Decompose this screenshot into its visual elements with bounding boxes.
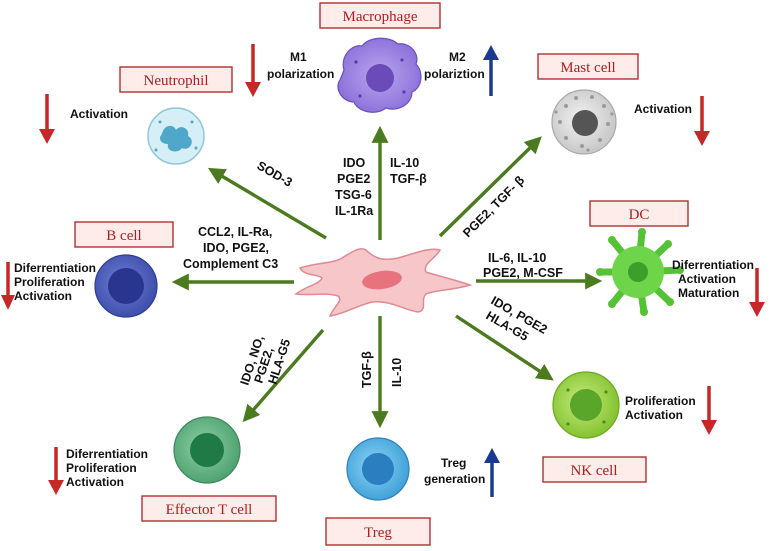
b-cell-icon	[94, 254, 158, 318]
effector-t-cell-effect-3: Activation	[66, 475, 124, 489]
dc-factor-2: PGE2, M-CSF	[483, 266, 563, 280]
neutrophil-factor: SOD-3	[255, 158, 295, 189]
dc-effect-3: Maturation	[678, 286, 739, 300]
arrow-to-neutrophil	[207, 167, 327, 240]
nk-cell-icon	[552, 371, 620, 439]
macrophage-label-box	[319, 2, 441, 29]
effector-t-cell-label: Effector T cell	[166, 502, 253, 518]
arrow-to-effector-t-cell	[242, 328, 325, 423]
dc-effect-1: Diferrentiation	[672, 258, 754, 272]
treg-effect-2: generation	[424, 472, 485, 486]
dc-effect-2: Activation	[678, 272, 736, 286]
b-cell-label: B cell	[106, 228, 141, 244]
dc-label: DC	[629, 207, 650, 223]
macrophage-factor-3: TSG-6	[335, 188, 372, 202]
b-cell-factor-2: IDO, PGE2,	[203, 241, 269, 255]
macrophage-label: Macrophage	[343, 9, 418, 25]
neutrophil-effect: Activation	[70, 107, 128, 121]
effector-t-cell-effect-2: Proliferation	[66, 461, 137, 475]
treg-label-box	[325, 517, 431, 546]
arrow-to-mast-cell	[438, 136, 542, 238]
down-arrow-icon	[694, 96, 710, 146]
macrophage-m2-line-2: polariztion	[424, 67, 485, 81]
down-arrow-icon	[701, 386, 717, 435]
treg-factor-2: IL-10	[390, 358, 404, 387]
down-arrow-icon	[749, 268, 765, 317]
b-cell-effect-3: Activation	[14, 289, 72, 303]
treg-factor-1: TGF-β	[360, 351, 374, 388]
nk-cell-label-box	[542, 456, 647, 483]
up-arrow-icon	[483, 45, 499, 96]
neutrophil-label-box	[119, 66, 233, 93]
mast-cell-effect: Activation	[634, 102, 692, 116]
arrow-to-nk-cell	[455, 314, 554, 381]
nk-cell-effect-1: Proliferation	[625, 394, 696, 408]
treg-label: Treg	[364, 525, 392, 541]
mast-cell-label: Mast cell	[560, 60, 615, 76]
b-cell-effect-1: Diferrentiation	[14, 261, 96, 275]
treg-cell-icon	[346, 437, 410, 501]
b-cell-label-box	[74, 221, 174, 248]
down-arrow-icon	[1, 262, 15, 310]
up-arrow-icon	[484, 448, 500, 497]
macrophage-m2-line-1: M2	[449, 50, 466, 64]
dc-label-box	[589, 200, 689, 227]
macrophage-factor-6: TGF-β	[390, 172, 427, 186]
treg-effect-1: Treg	[441, 456, 466, 470]
neutrophil-label: Neutrophil	[144, 73, 209, 89]
macrophage-factor-5: IL-10	[390, 156, 419, 170]
effector-t-cell-icon	[173, 416, 241, 484]
effector-t-cell-label-box	[141, 495, 277, 522]
down-arrow-icon	[48, 447, 64, 495]
dc-factor-1: IL-6, IL-10	[488, 251, 546, 265]
neutrophil-cell-icon	[147, 107, 205, 165]
nk-cell-effect-2: Activation	[625, 408, 683, 422]
macrophage-factor-1: IDO	[343, 156, 366, 170]
mast-cell-icon	[551, 89, 617, 155]
b-cell-effect-2: Proliferation	[14, 275, 85, 289]
msc-cell-icon	[294, 247, 473, 317]
macrophage-m1-line-2: polarization	[267, 67, 334, 81]
macrophage-cell-icon	[337, 37, 422, 113]
macrophage-factor-4: IL-1Ra	[335, 204, 374, 218]
macrophage-factor-2: PGE2	[337, 172, 370, 186]
down-arrow-icon	[245, 44, 261, 97]
down-arrow-icon	[39, 94, 55, 144]
macrophage-m1-line-1: M1	[290, 50, 307, 64]
b-cell-factor-1: CCL2, IL-Ra,	[198, 225, 272, 239]
nk-cell-label: NK cell	[570, 463, 617, 479]
dc-cell-icon	[596, 228, 684, 316]
b-cell-factor-3: Complement C3	[183, 257, 278, 271]
mast-cell-label-box	[537, 53, 639, 80]
effector-t-cell-effect-1: Diferrentiation	[66, 447, 148, 461]
